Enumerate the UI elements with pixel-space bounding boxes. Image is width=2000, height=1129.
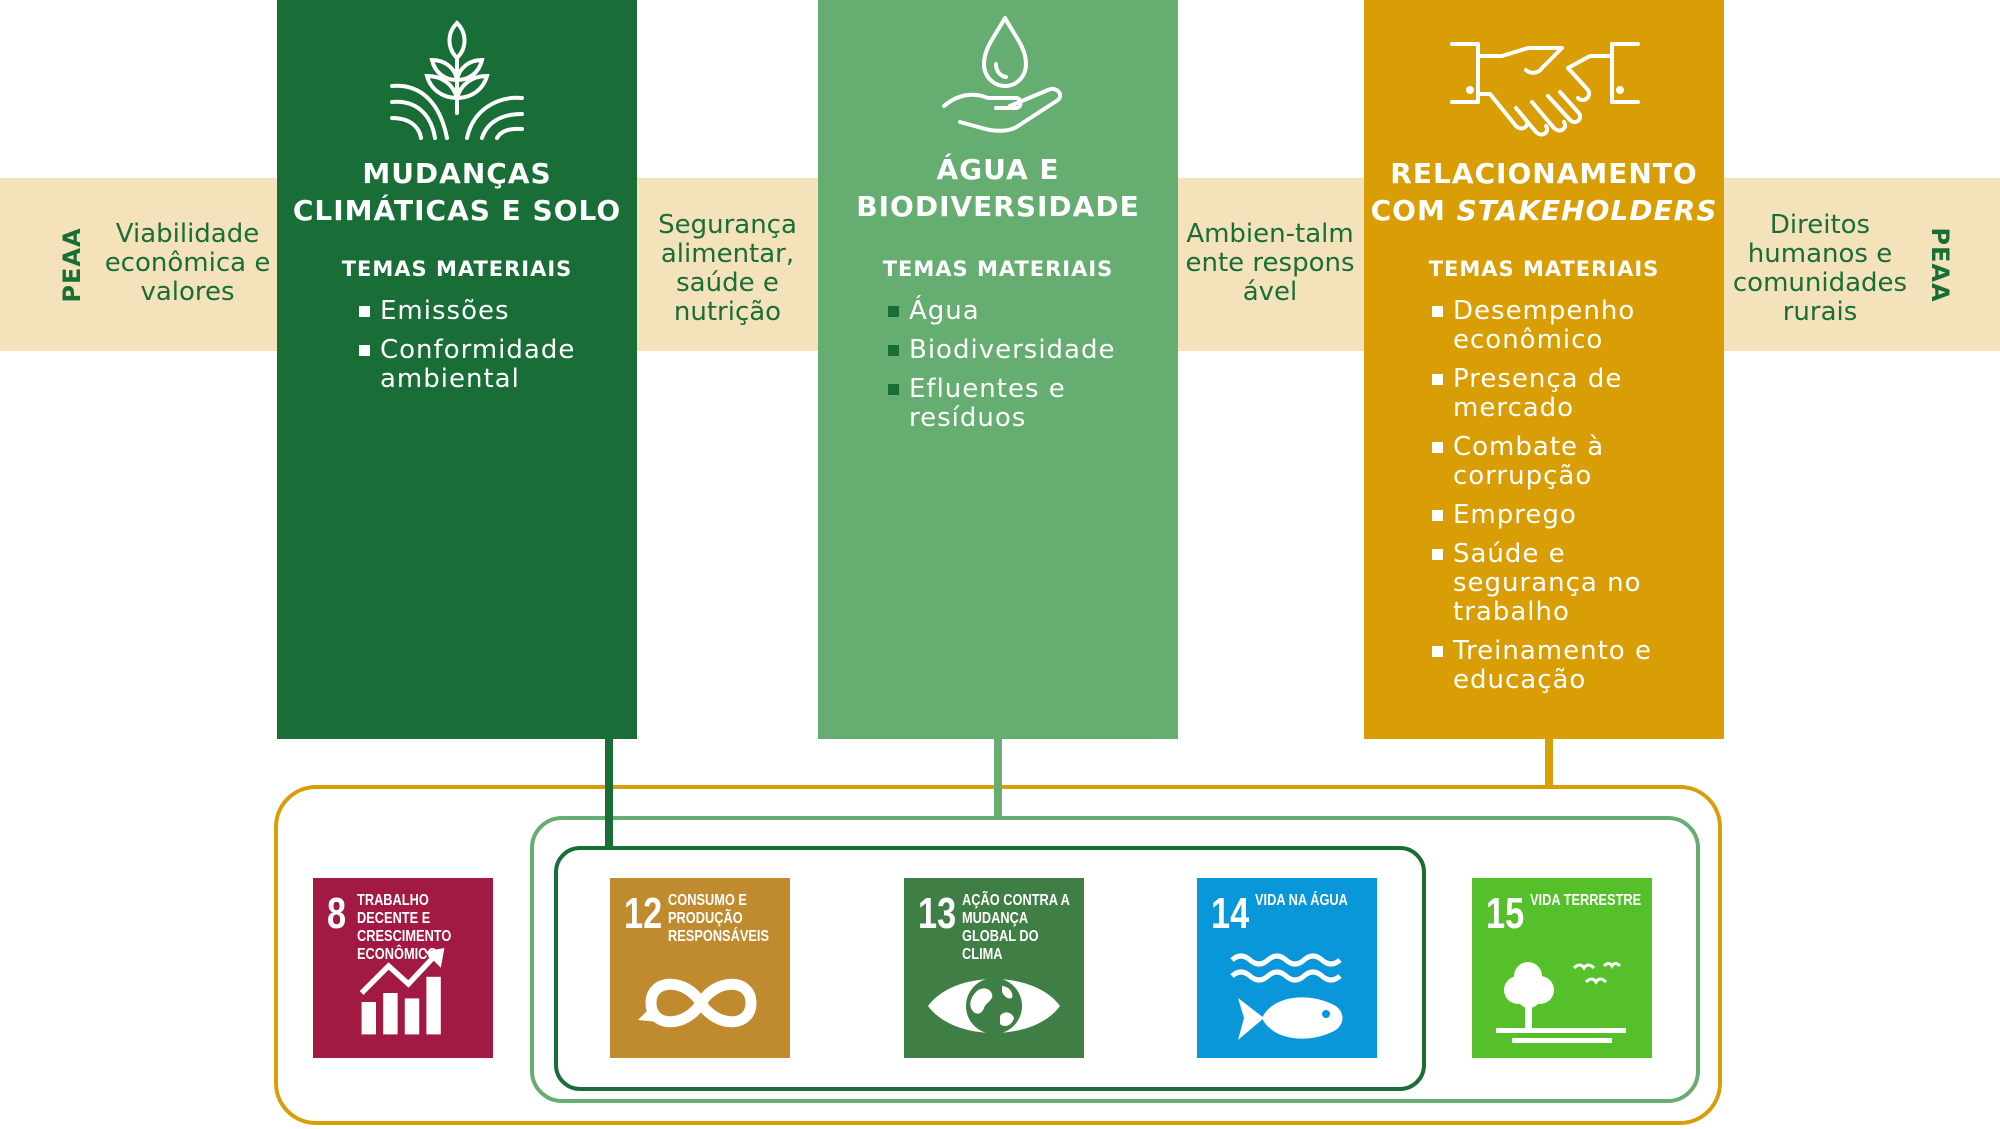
sdg-15-tile: 15 VIDA TERRESTRE <box>1472 878 1652 1058</box>
list-item: Treinamento e educação <box>1432 637 1672 695</box>
connector-seguranca: Segurança alimentar, saúde e nutrição <box>658 210 797 327</box>
tree-birds-icon <box>1496 962 1626 1043</box>
sdg-14-tile: 14 VIDA NA ÁGUA <box>1197 878 1377 1058</box>
material-topics-list: Emissões Conformidade ambiental <box>359 297 629 404</box>
list-item: Água <box>888 297 1168 326</box>
temas-materiais-label: TEMAS MATERIAIS <box>882 257 1114 281</box>
sdg-number: 15 <box>1486 889 1525 938</box>
list-item: Conformidade ambiental <box>359 336 629 394</box>
middle-bracket-agua <box>530 816 1700 1103</box>
column-mudancas-climaticas: MUDANÇAS CLIMÁTICAS E SOLO TEMAS MATERIA… <box>277 0 637 739</box>
column-agua-biodiversidade: ÁGUA E BIODIVERSIDADE TEMAS MATERIAIS Ág… <box>818 0 1178 739</box>
sdg-number: 14 <box>1211 889 1250 938</box>
list-item: Saúde e segurança no trabalho <box>1432 540 1673 627</box>
list-item: Emprego <box>1432 501 1672 530</box>
connector-ambiental: Ambien-talmente responsável <box>1185 219 1355 307</box>
plant-field-icon <box>390 20 524 140</box>
infinity-icon <box>638 978 757 1028</box>
sdg-label: CONSUMO E PRODUÇÃO RESPONSÁVEIS <box>668 892 770 945</box>
inner-bracket-clima <box>554 846 1426 1091</box>
temas-materiais-label: TEMAS MATERIAIS <box>1428 257 1660 281</box>
column-title: RELACIONAMENTO COM STAKEHOLDERS <box>1370 157 1718 227</box>
list-item: Presença de mercado <box>1432 365 1633 423</box>
list-item: Emissões <box>359 297 629 326</box>
sdg-number: 13 <box>918 889 957 938</box>
list-item: Desempenho econômico <box>1432 297 1672 355</box>
list-item: Efluentes e resíduos <box>888 375 1079 433</box>
material-topics-list: Desempenho econômico Presença de mercado… <box>1432 297 1672 705</box>
material-topics-list: Água Biodiversidade Efluentes e resíduos <box>888 297 1168 443</box>
column-title: MUDANÇAS CLIMÁTICAS E SOLO <box>292 157 622 227</box>
column-relacionamento-stakeholders: RELACIONAMENTO COM STAKEHOLDERS TEMAS MA… <box>1364 0 1724 739</box>
sdg-label: VIDA NA ÁGUA <box>1255 892 1348 909</box>
sdg-13-tile: 13 AÇÃO CONTRA A MUDANÇA GLOBAL DO CLIMA <box>904 878 1084 1058</box>
connector-direitos: Direitos humanos e comunidades rurais <box>1732 210 1908 327</box>
fish-waves-icon <box>1230 953 1343 1040</box>
growth-chart-icon <box>359 948 445 1035</box>
list-item: Combate à corrupção <box>1432 433 1633 491</box>
column-title: ÁGUA E BIODIVERSIDADE <box>856 153 1140 223</box>
temas-materiais-label: TEMAS MATERIAIS <box>341 257 573 281</box>
sdg-label: TRABALHO DECENTE E CRESCIMENTO ECONÔMICO <box>357 892 452 963</box>
connector-viabilidade: Viabilidade econômica e valores <box>104 219 271 307</box>
handshake-icon <box>1450 42 1640 137</box>
sdg-label: VIDA TERRESTRE <box>1530 892 1642 909</box>
sdg-label: AÇÃO CONTRA A MUDANÇA GLOBAL DO CLIMA <box>962 892 1070 963</box>
sdg-number: 8 <box>327 889 347 938</box>
list-item: Biodiversidade <box>888 336 1168 365</box>
eye-globe-icon <box>928 978 1060 1034</box>
water-drop-hand-icon <box>942 16 1063 133</box>
sdg-8-tile: 8 TRABALHO DECENTE E CRESCIMENTO ECONÔMI… <box>313 878 493 1058</box>
sdg-number: 12 <box>624 889 663 938</box>
sdg-12-tile: 12 CONSUMO E PRODUÇÃO RESPONSÁVEIS <box>610 878 790 1058</box>
